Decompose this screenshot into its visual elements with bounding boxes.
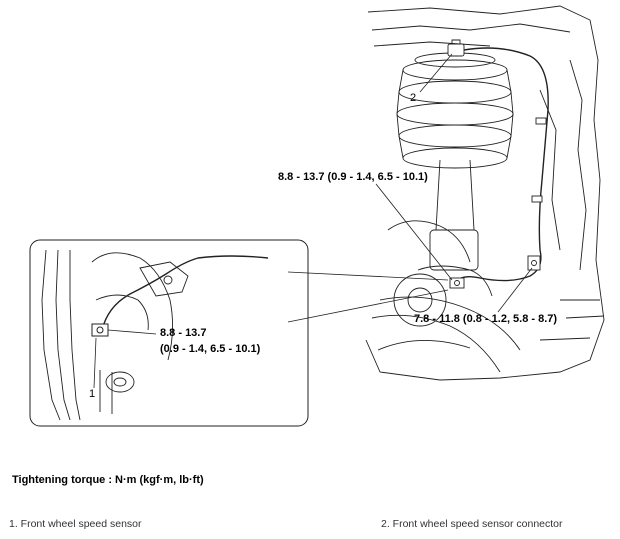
- detail-inset: [29, 239, 309, 427]
- torque-units-heading: Tightening torque : N·m (kgf·m, lb·ft): [12, 474, 204, 486]
- torque-detail-line1: 8.8 - 13.7: [160, 327, 206, 339]
- callout-1: 1: [89, 388, 95, 400]
- torque-detail-line2: (0.9 - 1.4, 6.5 - 10.1): [160, 343, 261, 355]
- legend-item-2: 2. Front wheel speed sensor connector: [381, 518, 563, 530]
- coil-spring: [396, 52, 514, 169]
- callout-2: 2: [410, 92, 416, 104]
- main-view: [365, 5, 605, 381]
- magnification-lines: [287, 271, 449, 323]
- leader-lines: [375, 53, 533, 313]
- legend-item-1: 1. Front wheel speed sensor: [9, 518, 142, 530]
- torque-top-bolt: 8.8 - 13.7 (0.9 - 1.4, 6.5 - 10.1): [278, 171, 428, 183]
- torque-bracket-bolt: 7.8 - 11.8 (0.8 - 1.2, 5.8 - 8.7): [414, 313, 557, 325]
- suspension-illustration: 2 1 8.8 - 13.7 (0.9 - 1.4, 6.5 - 10.1) 7…: [29, 5, 605, 427]
